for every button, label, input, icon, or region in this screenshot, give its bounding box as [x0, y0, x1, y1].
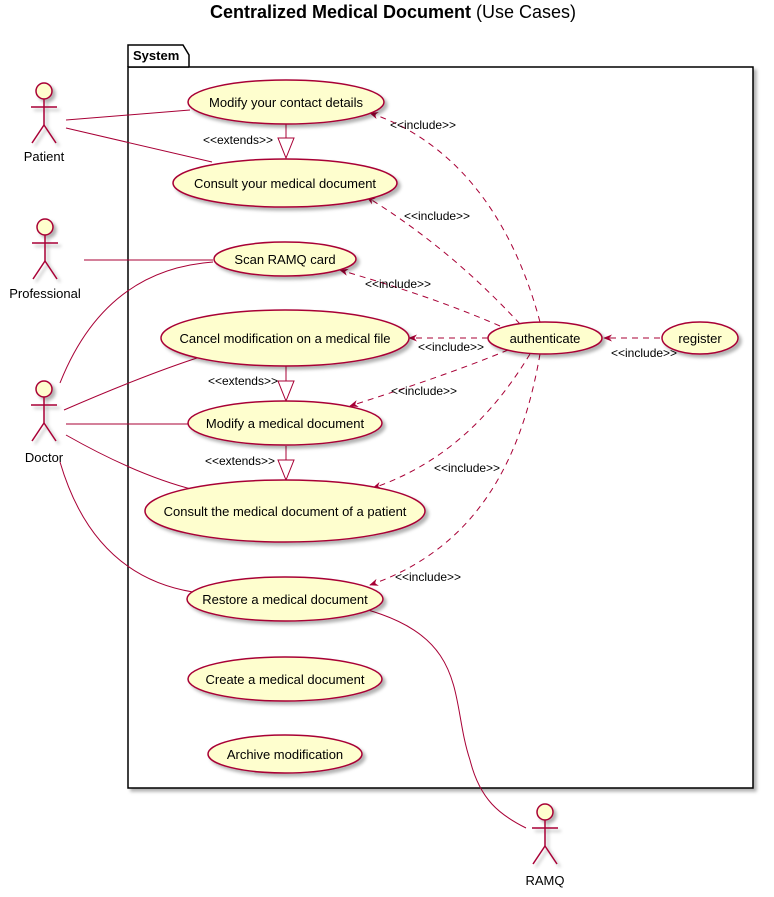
- extends-cancel-modify-head: [277, 380, 295, 403]
- actor-label: Doctor: [25, 450, 64, 465]
- system-package-label: System: [133, 48, 179, 63]
- use-case-register: register: [661, 321, 739, 355]
- use-case-create-document: Create a medical document: [187, 656, 383, 702]
- include-label: <<include>>: [365, 277, 431, 291]
- actor-label: Patient: [24, 149, 65, 164]
- use-case-label: Restore a medical document: [202, 592, 368, 607]
- extends-modify-consult-head: [277, 459, 295, 482]
- assoc-doctor-cancel: [63, 356, 201, 411]
- include-consult-own: [366, 196, 521, 325]
- include-label: <<include>>: [611, 346, 677, 360]
- include-scan: [339, 268, 501, 327]
- use-case-label: Modify your contact details: [209, 95, 363, 110]
- include-label: <<include>>: [395, 570, 461, 584]
- use-case-label: Cancel modification on a medical file: [180, 331, 391, 346]
- use-case-label: authenticate: [510, 331, 581, 346]
- extends-lines: [277, 124, 295, 482]
- actor-patient: Patient: [24, 82, 65, 164]
- use-case-scan-ramq: Scan RAMQ card: [213, 241, 357, 277]
- use-case-modify-contact: Modify your contact details: [187, 79, 385, 125]
- include-restore: [369, 353, 541, 586]
- title-suffix: (Use Cases): [471, 2, 576, 22]
- include-label: <<include>>: [391, 384, 457, 398]
- use-case-label: Consult your medical document: [194, 176, 376, 191]
- use-case-archive-modification: Archive modification: [207, 734, 363, 774]
- actor-label: Professional: [9, 286, 81, 301]
- include-consult-patient: [372, 353, 531, 489]
- assoc-doctor-scan: [59, 261, 214, 384]
- assoc-doctor-consult-patient: [65, 434, 196, 491]
- assoc-ramq-restore: [367, 609, 527, 829]
- extends-label: <<extends>>: [208, 374, 278, 388]
- assoc-patient-consult-own: [65, 127, 213, 163]
- use-case-label: Scan RAMQ card: [234, 252, 335, 267]
- actor-professional: Professional: [9, 218, 81, 301]
- assoc-patient-modify-contact: [65, 109, 191, 121]
- use-cases: Modify your contact details Consult your…: [144, 79, 739, 774]
- relation-labels: <<extends>> <<extends>> <<extends>> <<in…: [203, 118, 677, 584]
- extends-label: <<extends>>: [203, 133, 273, 147]
- use-case-label: Archive modification: [227, 747, 343, 762]
- use-case-restore-document: Restore a medical document: [186, 576, 384, 622]
- use-case-label: Create a medical document: [206, 672, 365, 687]
- use-case-authenticate: authenticate: [487, 321, 603, 355]
- association-lines: [59, 109, 527, 829]
- extends-label: <<extends>>: [205, 454, 275, 468]
- extends-contact-consult-head: [277, 137, 295, 160]
- use-case-consult-own: Consult your medical document: [172, 158, 398, 208]
- title-main: Centralized Medical Document: [210, 2, 471, 22]
- use-case-modify-document: Modify a medical document: [187, 400, 383, 446]
- include-label: <<include>>: [404, 209, 470, 223]
- actor-doctor: Doctor: [25, 380, 64, 465]
- actor-ramq: RAMQ: [526, 803, 565, 888]
- use-case-label: Consult the medical document of a patien…: [164, 504, 407, 519]
- use-case-consult-patient: Consult the medical document of a patien…: [144, 479, 426, 543]
- use-case-cancel-modification: Cancel modification on a medical file: [160, 309, 410, 367]
- assoc-doctor-restore: [59, 461, 194, 593]
- include-lines: [339, 112, 660, 586]
- diagram-title: Centralized Medical Document (Use Cases): [210, 2, 576, 22]
- use-case-label: Modify a medical document: [206, 416, 365, 431]
- actor-label: RAMQ: [526, 873, 565, 888]
- use-case-label: register: [678, 331, 722, 346]
- include-label: <<include>>: [418, 340, 484, 354]
- include-label: <<include>>: [434, 461, 500, 475]
- include-label: <<include>>: [390, 118, 456, 132]
